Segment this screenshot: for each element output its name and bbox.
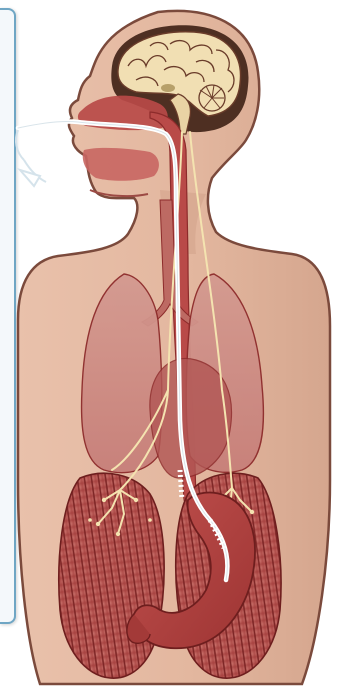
- left-abdominal-muscle: [59, 473, 164, 678]
- oral-cavity: [83, 148, 159, 181]
- thalamus: [161, 84, 175, 92]
- tube-connector: [16, 130, 46, 186]
